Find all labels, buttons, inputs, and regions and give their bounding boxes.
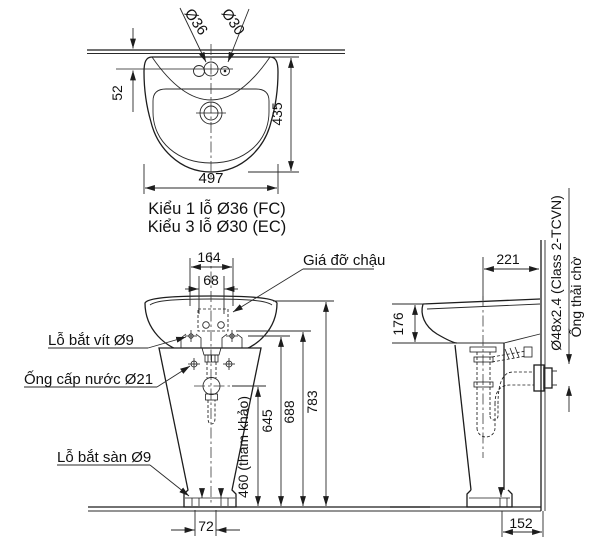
caption-hole-type-2: Kiểu 3 lỗ Ø30 (EC) [148,217,286,236]
pedestal-base-details [185,488,235,506]
screw-hole-label: Lỗ bắt vít Ø9 [48,332,134,349]
leader-dia-30 [227,8,250,63]
waste-pipe-callout: Ø48x2.4 (Class 2-TCVN) Ống thải chờ [548,188,584,412]
bracket-callout: Giá đỡ chậu [232,252,385,313]
top-view: Ø36 Ø30 52 435 497 Kiểu 1 lỗ Ø36 (FC) Ki… [87,6,345,236]
leader-dia-36 [179,7,207,63]
dim-497-label: 497 [198,170,223,187]
caption-hole-type-1: Kiểu 1 lỗ Ø36 (FC) [148,199,286,218]
floor-line-side [390,506,541,512]
hole-dia-36-label: Ø36 [181,6,211,39]
dim-221: 221 [482,251,539,300]
wall-line-side-view [540,240,546,511]
sink-side-outline [421,298,541,344]
floor-hole-callout: Lỗ bắt sàn Ø9 [57,449,190,497]
front-plumbing-details [188,347,263,425]
dim-152-label: 152 [509,515,533,531]
side-view: 221 176 Ø48x2.4 (Class 2-TCVN) Ống thải … [390,188,584,537]
screw-hole-callout: Lỗ bắt vít Ø9 [48,332,187,349]
dim-152: 152 [501,511,544,537]
supply-pipe-label: Ống cấp nước Ø21 [24,370,153,388]
dim-72-label: 72 [198,518,214,534]
dim-176: 176 [390,303,458,344]
floor-hole-label: Lỗ bắt sàn Ø9 [57,449,151,466]
waste-pipe-spec-label: Ø48x2.4 (Class 2-TCVN) [548,195,564,351]
dim-68-label: 68 [203,272,219,288]
dim-52: 52 [109,28,136,112]
dim-783-label: 783 [304,390,320,414]
sink-side-fill [423,299,540,346]
pedestal-shoulder-tabs [180,330,243,348]
supply-hole-marks [188,358,235,370]
sink-back-deck-arc [151,56,271,101]
dim-435-label: 435 [269,102,285,126]
dim-164: 164 [189,249,234,306]
wall-line-top-view [87,49,345,54]
floor-line-front [88,506,430,512]
dim-221-label: 221 [496,251,520,267]
supply-pipe-callout: Ống cấp nước Ø21 [24,365,191,388]
faucet-holes [193,61,230,77]
bracket-label: Giá đỡ chậu [303,252,385,269]
dim-435: 435 [248,56,299,173]
dim-72: 72 [171,510,240,536]
dim-52-label: 52 [109,85,125,101]
pedestal-side-fill [455,343,512,507]
dim-68: 68 [185,272,238,314]
bracket-outline [197,308,229,332]
dim-460-label: 460 (tham khảo) [235,396,251,498]
screw-hole-marks [185,330,238,342]
dim-688-label: 688 [281,400,297,424]
p-trap-hidden [469,296,536,458]
waste-pipe-label: Ống thải chờ [567,257,584,338]
hole-dia-30-label: Ø30 [218,6,248,39]
height-dims: 460 (tham khảo) 645 688 783 [232,300,334,506]
dim-497: 497 [143,164,279,194]
dim-176-label: 176 [390,312,406,336]
dim-164-label: 164 [197,249,221,265]
waste-wall-fitting [533,364,557,392]
dim-645-label: 645 [259,409,275,433]
drain-plan [196,101,226,125]
front-view: 164 68 Giá đỡ chậu Lỗ bắt vít Ø9 Ống cấp… [24,249,430,536]
